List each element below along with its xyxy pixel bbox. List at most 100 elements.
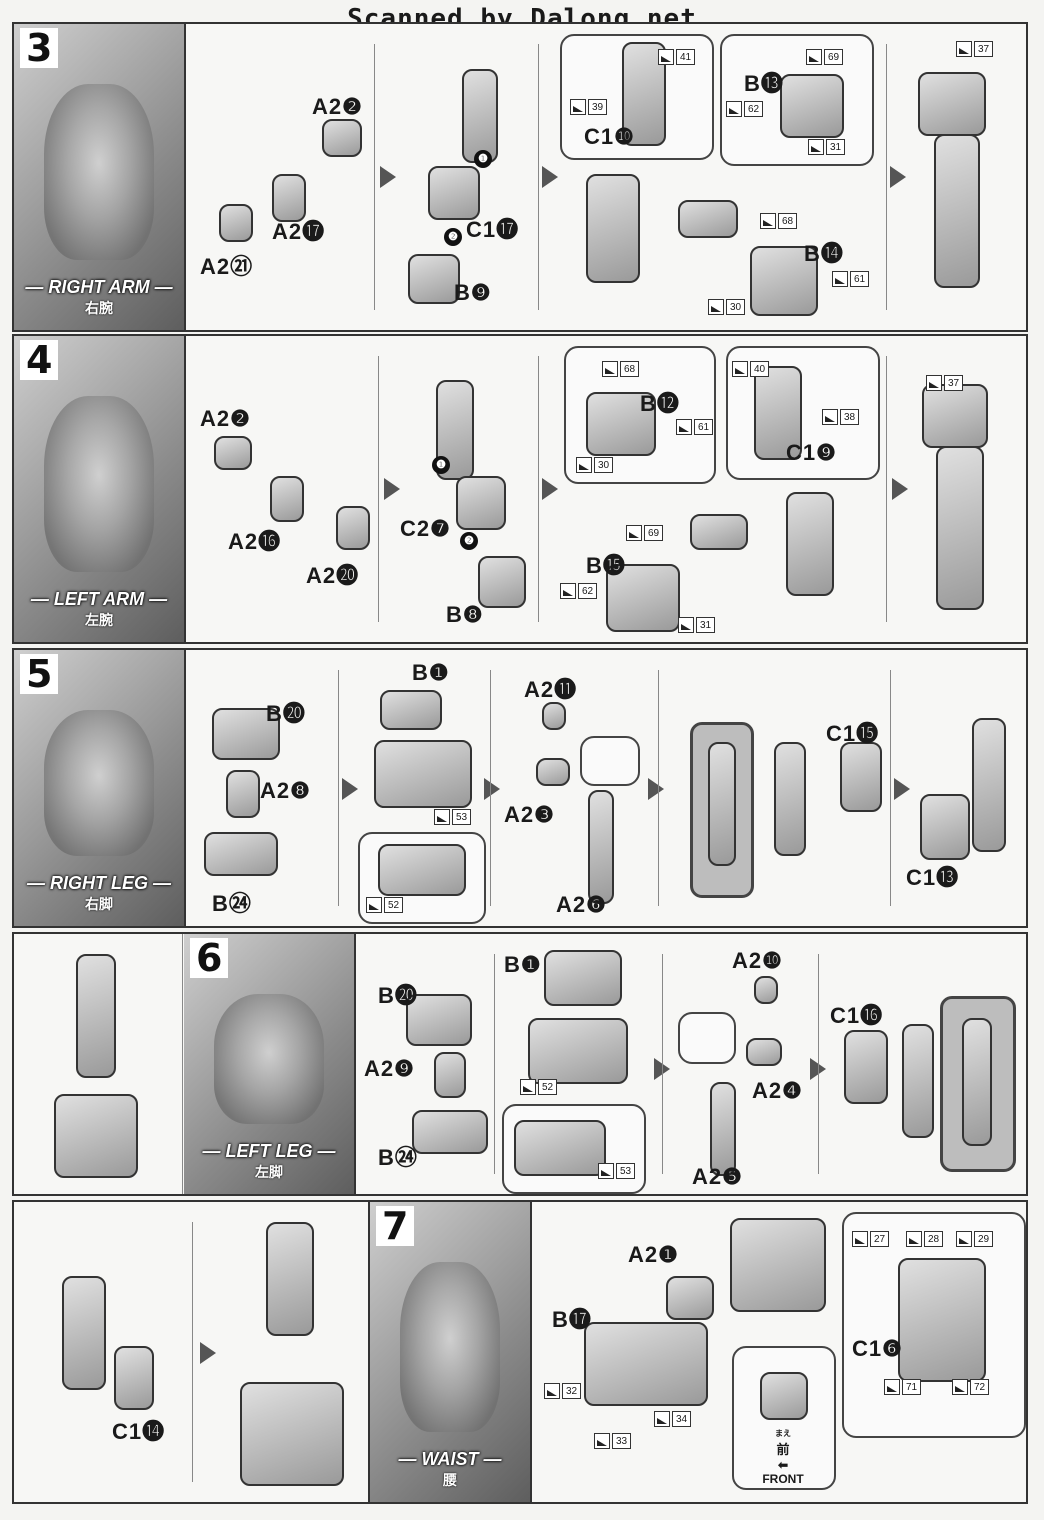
step-7-panel: C1⓮ 7 — WAIST — 腰 A2❶ B⓱ 32 33 34 まえ 前 ⬅… <box>12 1200 1028 1504</box>
sticker-chip: 62 <box>726 100 764 118</box>
part-label: C1⓰ <box>830 1003 884 1028</box>
step-number: 7 <box>376 1206 415 1246</box>
part <box>266 1222 314 1336</box>
part <box>962 1018 992 1146</box>
part <box>62 1276 106 1390</box>
part <box>374 740 472 808</box>
divider <box>662 954 663 1174</box>
part <box>544 950 622 1006</box>
part-label: A2❺ <box>692 1164 743 1189</box>
part <box>322 119 362 157</box>
part <box>240 1382 344 1486</box>
part <box>898 1258 986 1382</box>
step-arrow <box>542 478 558 500</box>
front-jp: 前 <box>776 1442 790 1457</box>
sticker-chip: 31 <box>808 138 846 156</box>
divider <box>538 356 539 622</box>
part-label: B❶ <box>504 952 542 977</box>
part <box>586 392 656 456</box>
sticker-chip: 69 <box>806 48 844 66</box>
part <box>780 74 844 138</box>
part-label: B⓬ <box>640 391 680 416</box>
sticker-chip: 37 <box>926 374 964 392</box>
step-arrow <box>342 778 358 800</box>
divider <box>818 954 819 1174</box>
part <box>586 174 640 283</box>
part <box>462 69 498 163</box>
sticker-chip: 53 <box>598 1162 636 1180</box>
step-name: — LEFT LEG — <box>202 1141 336 1161</box>
front-reading: まえ <box>775 1429 791 1438</box>
right-arm-figure <box>44 84 154 260</box>
sticker-chip: 41 <box>658 48 696 66</box>
sticker-chip: 32 <box>544 1382 582 1400</box>
divider <box>374 44 375 310</box>
sticker-chip: 29 <box>956 1230 994 1248</box>
sticker-chip: 68 <box>602 360 640 378</box>
part <box>902 1024 934 1138</box>
part-label: A2❻ <box>556 892 607 917</box>
step-4-reference: 4 — LEFT ARM — 左腕 <box>14 336 186 642</box>
part-label: C1❾ <box>786 440 837 465</box>
part <box>214 436 252 470</box>
step-name-jp: 左腕 <box>85 612 113 628</box>
part-label: A2❽ <box>260 778 311 803</box>
callout-box <box>678 1012 736 1064</box>
divider <box>886 44 887 310</box>
part <box>922 384 988 448</box>
part <box>750 246 818 316</box>
sequence-marker: ❶ <box>474 150 492 168</box>
part-label: B㉔ <box>212 891 252 916</box>
step-7-reference: 7 — WAIST — 腰 <box>368 1202 532 1502</box>
step-arrow <box>648 778 664 800</box>
part <box>730 1218 826 1312</box>
part <box>406 994 472 1046</box>
part-label: B⓮ <box>804 241 844 266</box>
front-text: FRONT <box>762 1472 804 1486</box>
part-label: B❾ <box>454 280 492 305</box>
sticker-chip: 27 <box>852 1230 890 1248</box>
part-label: C1⓮ <box>112 1419 166 1444</box>
front-arrow-icon: ⬅ <box>777 1458 789 1472</box>
part <box>428 166 480 220</box>
sticker-chip: 52 <box>520 1078 558 1096</box>
part <box>380 690 442 730</box>
part <box>710 1082 736 1176</box>
sequence-marker: ❷ <box>444 228 462 246</box>
part <box>54 1094 138 1178</box>
part <box>204 832 278 876</box>
sticker-chip: 72 <box>952 1378 990 1396</box>
callout-box <box>580 736 640 786</box>
part-label: A2❷ <box>200 406 251 431</box>
left-arm-figure <box>44 396 154 572</box>
sticker-chip: 52 <box>366 896 404 914</box>
part-label: C1⓱ <box>466 217 520 242</box>
sticker-chip: 33 <box>594 1432 632 1450</box>
left-leg-figure <box>214 994 324 1124</box>
step-name: — LEFT ARM — <box>30 589 168 609</box>
divider <box>192 1222 193 1482</box>
part-label: A2❸ <box>504 802 555 827</box>
part <box>542 702 566 730</box>
step-name-jp: 左脚 <box>255 1164 283 1180</box>
part <box>114 1346 154 1410</box>
sticker-chip: 61 <box>676 418 714 436</box>
part <box>774 742 806 856</box>
divider <box>494 954 495 1174</box>
sticker-chip: 68 <box>760 212 798 230</box>
step-number: 5 <box>20 654 59 694</box>
part <box>272 174 306 222</box>
part-label: B⓱ <box>552 1307 592 1332</box>
step-arrow <box>384 478 400 500</box>
part <box>478 556 526 608</box>
step-arrow <box>890 166 906 188</box>
part <box>456 476 506 530</box>
sticker-chip: 61 <box>832 270 870 288</box>
step-name-jp: 右脚 <box>85 896 113 912</box>
right-leg-figure <box>44 710 154 856</box>
step-5-reference: 5 — RIGHT LEG — 右脚 <box>14 650 186 926</box>
sticker-chip: 69 <box>626 524 664 542</box>
divider <box>886 356 887 622</box>
sticker-chip: 40 <box>732 360 770 378</box>
divider <box>890 670 891 906</box>
